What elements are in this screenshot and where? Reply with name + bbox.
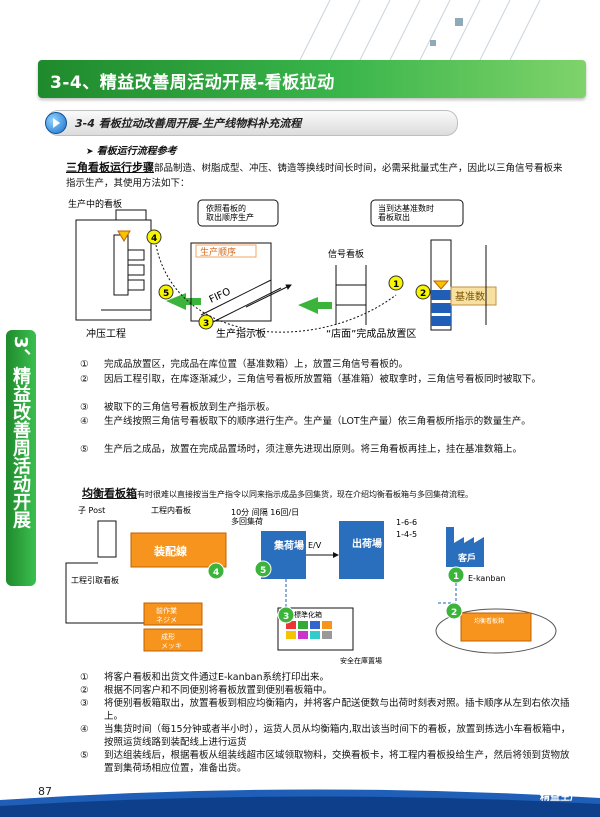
section-bar: 3-4 看板拉动改善周开展-生产线物料补充流程	[45, 110, 458, 136]
label-order: 依照看板的取出顺序生产	[206, 203, 254, 222]
svg-text:4: 4	[151, 234, 157, 244]
label-p2b: メッキ	[161, 642, 182, 650]
svg-text:5: 5	[163, 289, 169, 299]
top-decoration	[0, 0, 600, 60]
label-fifo: FIFO	[208, 286, 233, 305]
label-inproc: 工程内看板	[151, 505, 191, 515]
label-reached: 当到达基准数时看板取出	[378, 203, 434, 222]
triangle-kanban-diagram: 生产中的看板 冲压工程 4 5 依照看板的取出顺序生产 生产顺序 生产指示板 F…	[68, 198, 497, 340]
bottom-decoration	[0, 789, 600, 817]
label-pattern2: 1-4-5	[396, 530, 417, 539]
label-level: 均衡看板箱	[474, 617, 504, 625]
label-indicator: 生产指示板	[216, 327, 266, 340]
label-collect: 集荷場	[273, 539, 304, 552]
side-tab-text: 3、精益改善周活动开展	[10, 336, 31, 529]
intro1-text: 部品制造、树脂成型、冲压、铸造等换线时间长时间，必需采批量式生产，因此以三角信号…	[66, 163, 563, 189]
label-safety: 安全在庫置場	[340, 656, 382, 665]
triangle-kanban-icon	[117, 230, 131, 242]
label-seq: 生产顺序	[200, 246, 236, 258]
label-assembly: 装配線	[153, 544, 187, 558]
customer-factory-icon	[446, 527, 484, 567]
label-p1b: ネジメ	[156, 616, 177, 624]
label-base-qty: 基准数	[455, 290, 485, 303]
header-title: 3-4、精益改善周活动开展-看板拉动	[50, 73, 335, 93]
label-shop: “店面”完成品放置区	[326, 327, 416, 340]
label-post: 子 Post	[78, 506, 105, 515]
finished-goods-stack	[430, 239, 452, 331]
intro-paragraph-1: 三角看板运行步骤部品制造、树脂成型、冲压、铸造等换线时间长时间，必需采批量式生产…	[66, 160, 566, 191]
footer-text: 精益生产	[540, 792, 580, 803]
level-kanban-diagram: 子 Post 工程内看板 装配線 10分 间隔 16回/日多回集荷 4 集荷場 …	[65, 505, 557, 665]
label-std: 標準化箱	[294, 610, 322, 619]
green-arrow-icon	[166, 293, 201, 310]
label-customer: 客戶	[457, 552, 476, 564]
label-freq: 10分 间隔 16回/日多回集荷	[231, 508, 299, 526]
svg-text:3: 3	[203, 319, 209, 329]
side-tab: 3、精益改善周活动开展	[6, 330, 36, 586]
label-press: 冲压工程	[86, 327, 126, 340]
svg-text:5: 5	[260, 566, 266, 576]
label-ekanban: E-kanban	[468, 574, 505, 583]
label-pull: 工程引取看板	[71, 575, 119, 585]
section-subtitle: 看板运行流程参考	[86, 142, 177, 157]
intro2-text: 有时很难以直接按当生产指令以同来指示成品多回集货，现在介绍均衡看板箱与多回集荷流…	[137, 490, 473, 499]
intro1-lead: 三角看板运行步骤	[66, 161, 154, 174]
page-number: 87	[38, 785, 52, 798]
green-arrow-icon-2	[298, 297, 332, 314]
svg-text:1: 1	[393, 280, 399, 290]
label-p2: 成形	[161, 632, 175, 641]
label-ev: E/V	[308, 541, 322, 550]
label-p1: 前作業	[156, 606, 177, 615]
label-signal: 信号看板	[328, 248, 364, 260]
svg-text:1: 1	[453, 572, 459, 582]
play-icon	[45, 112, 67, 134]
svg-text:2: 2	[420, 289, 426, 299]
page-header: 3-4、精益改善周活动开展-看板拉动	[38, 60, 586, 98]
label-pattern1: 1-6-6	[396, 518, 417, 527]
label-ship: 出荷場	[352, 537, 382, 550]
svg-text:2: 2	[451, 608, 457, 618]
svg-text:3: 3	[283, 612, 289, 622]
intro2-lead: 均衡看板箱	[82, 487, 137, 500]
intro-paragraph-2: 均衡看板箱有时很难以直接按当生产指令以同来指示成品多回集货，现在介绍均衡看板箱与…	[82, 486, 582, 502]
section-title: 3-4 看板拉动改善周开展-生产线物料补充流程	[75, 117, 302, 130]
svg-text:4: 4	[213, 568, 219, 578]
label-prod-kanban: 生产中的看板	[68, 198, 122, 210]
press-building	[96, 209, 147, 221]
